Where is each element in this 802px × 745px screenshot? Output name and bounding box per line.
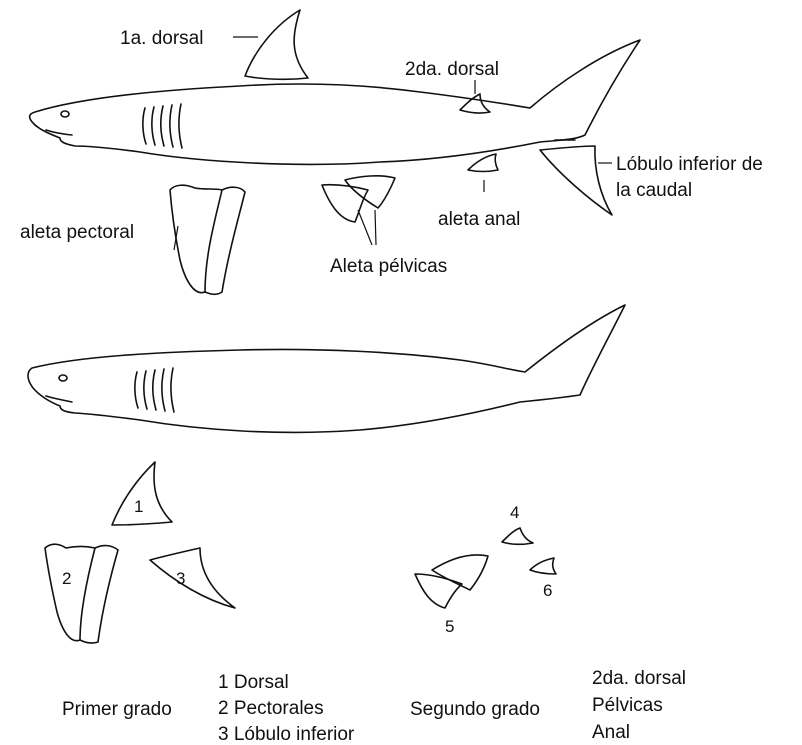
shark-top-gill-slits: [143, 104, 182, 148]
legend-first-grade-title: Primer grado: [62, 699, 172, 720]
label-pelvic: Aleta pélvicas: [330, 256, 447, 277]
legend: Primer grado 1 Dorsal 2 Pectorales 3 Lób…: [62, 668, 686, 745]
legend-first-grade-item-3: 3 Lóbulo inferior: [218, 724, 355, 745]
fin-number-5: 5: [445, 617, 454, 636]
shark-top: [30, 10, 640, 294]
shark-top-eye: [61, 111, 69, 117]
label-pectoral: aleta pectoral: [20, 222, 134, 243]
legend-first-grade-item-2: 2 Pectorales: [218, 698, 324, 719]
first-dorsal-fin: [245, 10, 308, 79]
pectoral-fin-1: [170, 185, 222, 292]
label-caudal-lower-lobe-line1: Lóbulo inferior de: [616, 154, 763, 175]
second-dorsal-fin: [460, 94, 490, 113]
detached-pectoral-fin-1: [45, 544, 95, 640]
pelvic-fin-2: [345, 176, 395, 208]
detached-pelvic-fin-2: [432, 555, 488, 590]
fin-number-4: 4: [510, 503, 519, 522]
detached-caudal-lower-lobe: [150, 548, 235, 608]
fin-number-2: 2: [62, 569, 71, 588]
shark-bottom-gill-slits: [135, 368, 174, 412]
detached-pectoral-fin-2: [80, 546, 118, 644]
fin-number-6: 6: [543, 581, 552, 600]
fin-number-1: 1: [134, 497, 143, 516]
legend-second-grade-item-1: 2da. dorsal: [592, 668, 686, 689]
shark-bottom: [28, 305, 625, 432]
caudal-lower-lobe-fin: [540, 146, 612, 215]
label-caudal-lower-lobe-line2: la caudal: [616, 180, 692, 201]
legend-second-grade-item-2: Pélvicas: [592, 695, 663, 716]
detached-second-dorsal-fin: [502, 528, 533, 544]
detached-anal-fin: [530, 558, 556, 574]
label-anal: aleta anal: [438, 209, 520, 230]
fin-number-3: 3: [176, 569, 185, 588]
legend-first-grade-item-1: 1 Dorsal: [218, 672, 289, 693]
shark-bottom-body: [28, 305, 625, 432]
detached-pelvic-fin-1: [415, 574, 462, 608]
label-first-dorsal: 1a. dorsal: [120, 28, 203, 49]
shark-bottom-eye: [59, 375, 67, 381]
legend-second-grade-title: Segundo grado: [410, 699, 540, 720]
label-second-dorsal: 2da. dorsal: [405, 59, 499, 80]
anal-fin: [468, 154, 498, 172]
legend-second-grade-item-3: Anal: [592, 722, 630, 743]
shark-top-body: [30, 40, 640, 164]
